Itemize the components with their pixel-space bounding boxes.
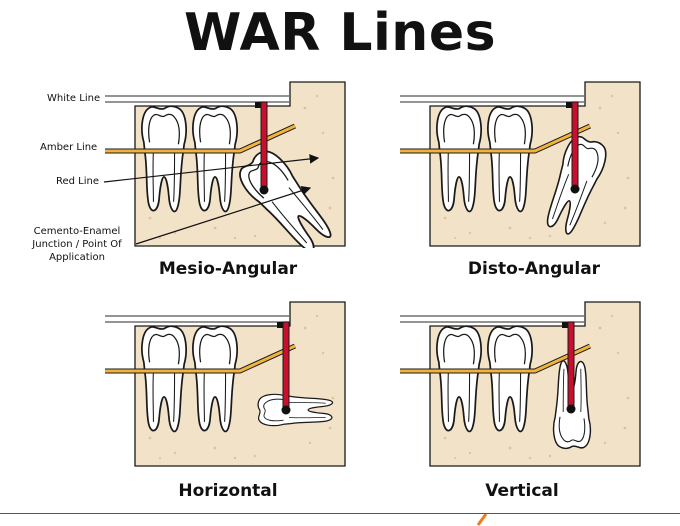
callout-cej-line1: Cemento-Enamel bbox=[33, 226, 121, 237]
point-of-application bbox=[566, 404, 576, 414]
red-line bbox=[567, 321, 575, 409]
red-line-cap bbox=[255, 102, 265, 108]
red-line-cap bbox=[562, 322, 572, 328]
panel-mesio-angular bbox=[105, 78, 355, 248]
red-line bbox=[282, 321, 290, 410]
caption-horizontal: Horizontal bbox=[178, 481, 278, 501]
panel-vertical bbox=[400, 298, 650, 468]
panel-horizontal bbox=[105, 298, 355, 468]
caption-mesio-angular: Mesio-Angular bbox=[158, 259, 298, 279]
disto-angular-diagram bbox=[400, 81, 641, 247]
page-title: WAR Lines bbox=[183, 3, 497, 63]
bone-block bbox=[429, 81, 641, 247]
callout-red-line: Red Line bbox=[56, 176, 100, 187]
horizontal-diagram bbox=[105, 301, 346, 467]
red-line-cap bbox=[566, 102, 576, 108]
point-of-application bbox=[259, 185, 269, 195]
bottom-divider bbox=[0, 513, 680, 526]
accent-stroke bbox=[476, 514, 488, 526]
callout-amber-line: Amber Line bbox=[40, 142, 98, 153]
vertical-diagram bbox=[400, 301, 641, 467]
callout-cej: Cemento-Enamel Junction / Point Of Appli… bbox=[22, 225, 132, 264]
red-line-cap bbox=[277, 322, 287, 328]
callout-white-line: White Line bbox=[47, 93, 101, 104]
caption-disto-angular: Disto-Angular bbox=[467, 259, 601, 279]
callout-cej-line3: Application bbox=[49, 252, 105, 263]
mesio-angular-diagram bbox=[105, 81, 346, 248]
point-of-application bbox=[570, 184, 580, 194]
bone-block bbox=[134, 301, 346, 467]
red-line bbox=[260, 101, 268, 190]
callout-cej-line2: Junction / Point Of bbox=[32, 239, 122, 250]
red-line bbox=[571, 101, 579, 189]
panel-disto-angular bbox=[400, 78, 650, 248]
caption-vertical: Vertical bbox=[485, 481, 559, 501]
point-of-application bbox=[281, 405, 291, 415]
